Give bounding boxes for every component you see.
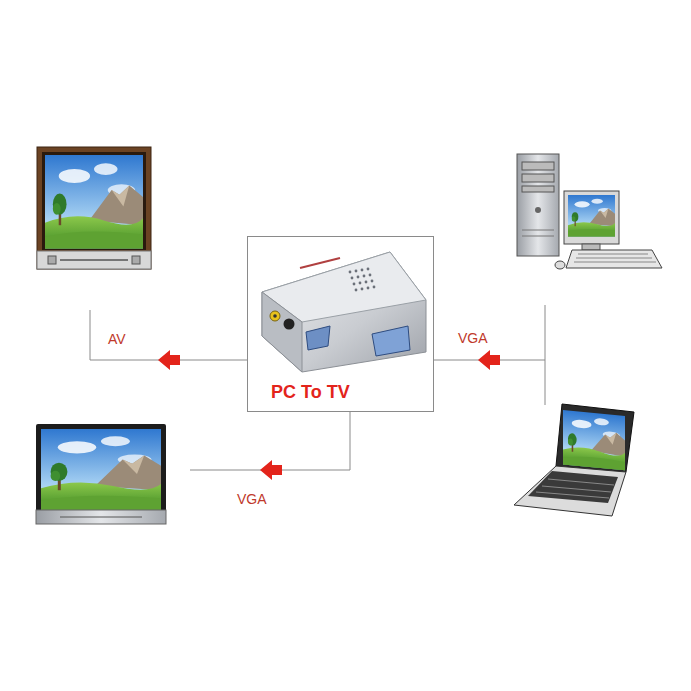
signal-label: VGA [456,329,490,347]
laptop [514,404,634,516]
product-caption: PC To TV [268,381,353,403]
video-converter [262,252,426,372]
desktop-pc [517,154,662,269]
signal-wires [90,305,545,470]
converter-box: PC To TV [247,236,434,412]
lcd-monitor [36,424,166,524]
signal-label: VGA [235,490,269,508]
signal-label: AV [106,330,128,348]
direction-arrows [158,350,500,480]
crt-tv [37,147,151,269]
